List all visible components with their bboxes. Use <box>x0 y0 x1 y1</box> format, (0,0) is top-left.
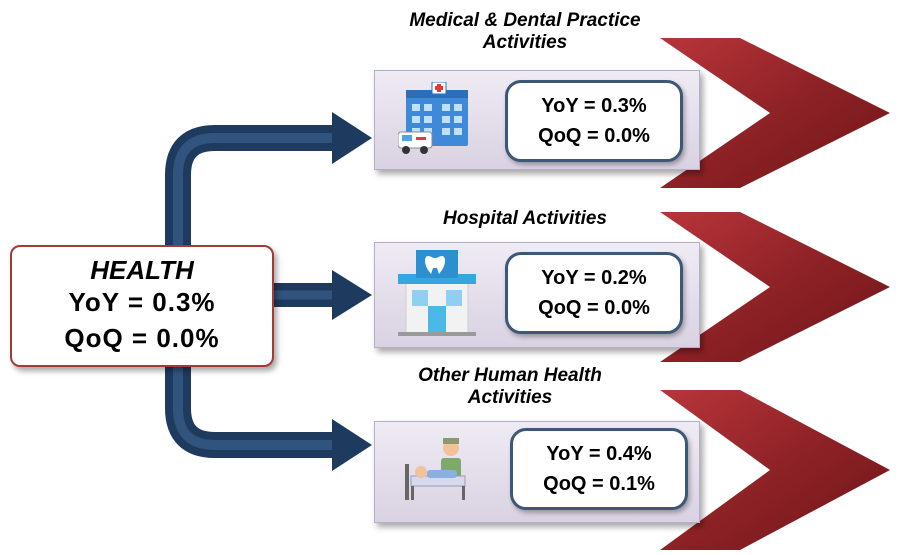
dental-clinic-icon <box>398 250 476 336</box>
category-3-title: Other Human Health Activities <box>375 365 645 409</box>
arrowhead-bottom <box>332 419 372 471</box>
category-1-stat-box: YoY = 0.3% QoQ = 0.0% <box>505 80 683 162</box>
arrowhead-middle <box>332 270 372 320</box>
category-2-stat-box: YoY = 0.2% QoQ = 0.0% <box>505 252 683 334</box>
category-1-title-line2: Activities <box>482 32 568 53</box>
category-2-qoq: QoQ = 0.0% <box>538 297 650 319</box>
category-2-title: Hospital Activities <box>390 208 660 230</box>
health-yoy: YoY = 0.3% <box>68 287 216 317</box>
category-1-qoq: QoQ = 0.0% <box>538 125 650 147</box>
category-3-title-line2: Activities <box>467 387 553 408</box>
chevron-2 <box>660 212 890 362</box>
chevron-3 <box>660 390 890 550</box>
category-2-yoy: YoY = 0.2% <box>541 267 647 289</box>
health-title: HEALTH <box>90 255 194 285</box>
category-3-stat-box: YoY = 0.4% QoQ = 0.1% <box>510 428 688 510</box>
category-1-title: Medical & Dental Practice Activities <box>360 10 690 54</box>
connector-arrow-top <box>165 125 335 250</box>
category-3-yoy: YoY = 0.4% <box>546 443 652 465</box>
hospital-ambulance-icon <box>398 82 468 154</box>
health-qoq: QoQ = 0.0% <box>64 323 220 353</box>
category-3-qoq: QoQ = 0.1% <box>543 473 655 495</box>
patient-doctor-icon <box>405 438 466 500</box>
connector-arrow-bottom <box>165 362 335 458</box>
category-1-title-line1: Medical & Dental Practice <box>409 10 641 31</box>
category-2-title-line1: Hospital Activities <box>442 208 607 229</box>
arrowhead-top <box>332 112 372 164</box>
health-summary-box: HEALTH YoY = 0.3% QoQ = 0.0% <box>10 245 274 367</box>
category-1-yoy: YoY = 0.3% <box>541 95 647 117</box>
chevron-1 <box>660 38 890 188</box>
category-3-title-line1: Other Human Health <box>418 365 602 386</box>
